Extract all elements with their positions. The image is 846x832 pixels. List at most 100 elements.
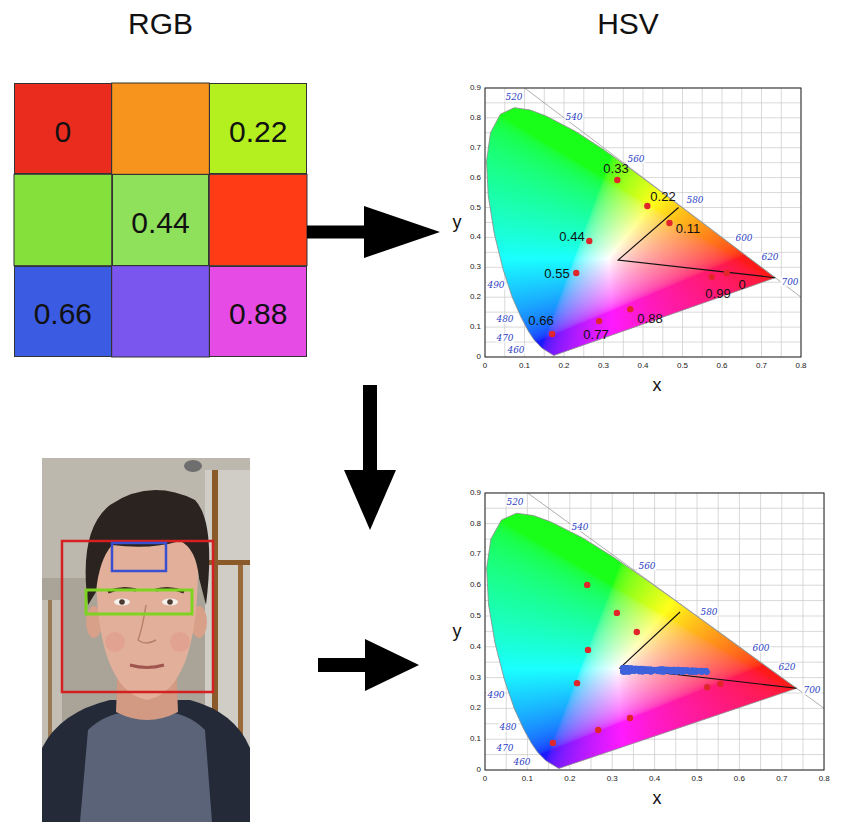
tick-label: 0: [483, 775, 487, 783]
block-arrow: [318, 385, 419, 691]
tick-label: 0.2: [470, 704, 481, 712]
hue-sample-dots: [709, 274, 715, 280]
forehead-box: [112, 543, 166, 571]
tick-label: 0: [477, 353, 481, 361]
cell-value: 0: [54, 108, 71, 150]
tick-label: 0.6: [734, 775, 745, 783]
skin-pixel-cloud: [624, 669, 629, 674]
face-photo: [86, 490, 210, 605]
chromaticity-chart: [485, 493, 824, 770]
hue-sample-dots: [724, 270, 730, 276]
arrow-shaft: [363, 385, 377, 471]
hue-sample-dots: [717, 681, 723, 687]
color-cell: [14, 174, 112, 265]
tick-label: 0: [483, 362, 487, 370]
wavelength-label: 540: [570, 523, 589, 532]
skin-pixel-cloud: [646, 668, 651, 673]
skin-pixel-cloud: [704, 669, 709, 674]
hue-value-label: 0.33: [603, 162, 628, 175]
axis-title: y: [453, 622, 462, 640]
spectral-locus: [487, 108, 776, 356]
tick-label: 0.6: [470, 174, 481, 182]
chromaticity-chart: [485, 493, 824, 770]
tick-label: 0.5: [677, 362, 688, 370]
color-cell: 0.44: [112, 174, 210, 265]
face-photo: [184, 460, 202, 472]
hue-sample-dots: [666, 220, 672, 226]
tick-label: 0.1: [470, 323, 481, 331]
tick-label: 0.7: [756, 362, 767, 370]
tick-label: 0.3: [470, 263, 481, 271]
panel-heading: HSV: [597, 0, 659, 42]
tick-label: 0.2: [470, 293, 481, 301]
wavelength-label: 460: [506, 346, 525, 355]
tick-label: 0.5: [470, 612, 481, 620]
tick-label: 0.6: [470, 581, 481, 589]
wavelength-label: 620: [777, 663, 796, 672]
tick-label: 0.3: [598, 362, 609, 370]
wavelength-label: 540: [564, 113, 583, 122]
hue-value-label: 0.66: [528, 314, 553, 327]
tick-label: 0.5: [691, 775, 702, 783]
wavelength-label: 600: [751, 644, 770, 653]
skin-pixel-cloud: [697, 668, 702, 673]
hue-value-label: 0.77: [583, 328, 608, 341]
tick-label: 0.6: [716, 362, 727, 370]
skin-pixel-cloud: [704, 669, 709, 674]
wavelength-label: 480: [498, 723, 517, 732]
tick-label: 0.8: [819, 775, 830, 783]
wavelength-label: 470: [495, 744, 514, 753]
tick-label: 0.9: [470, 489, 481, 497]
hue-sample-dots: [595, 727, 601, 733]
hue-sample-dots: [614, 177, 620, 183]
hue-sample-dots: [634, 629, 640, 635]
tick-label: 0.5: [470, 204, 481, 212]
skin-pixel-cloud: [640, 669, 645, 674]
hue-value-label: 0: [738, 278, 745, 291]
arrow-head: [344, 470, 396, 530]
chromaticity-chart: [485, 88, 801, 357]
tick-label: 0: [477, 766, 481, 774]
diagonal-line: [525, 88, 802, 297]
color-cell: [112, 266, 210, 357]
wavelength-label: 470: [495, 334, 514, 343]
wavelength-label: 560: [626, 155, 645, 164]
hue-sample-dots: [644, 203, 650, 209]
hue-value-label: 0.88: [637, 312, 662, 325]
tick-label: 0.4: [470, 643, 481, 651]
face-photo: [162, 599, 178, 606]
skin-pixel-cloud: [639, 668, 644, 673]
tick-label: 0.8: [470, 520, 481, 528]
arrow-head: [365, 639, 419, 691]
block-arrow: [307, 226, 400, 239]
face-photo: [119, 599, 125, 605]
hue-value-label: 0.22: [650, 190, 675, 203]
wavelength-label: 580: [685, 196, 704, 205]
wavelength-label: 700: [802, 686, 821, 695]
tick-label: 0.2: [564, 775, 575, 783]
hue-value-label: 0.11: [676, 222, 700, 235]
skin-pixel-cloud: [669, 668, 674, 673]
skin-pixel-cloud: [697, 669, 702, 674]
color-cell: 0.22: [209, 83, 307, 174]
cell-value: 0.88: [229, 290, 287, 332]
empty-color-cells: [14, 83, 307, 357]
hue-sample-dots: [550, 740, 556, 746]
face-photo: [170, 632, 190, 652]
tick-label: 0.4: [637, 362, 648, 370]
hue-sample-dots: [584, 582, 590, 588]
tick-label: 0.3: [607, 775, 618, 783]
skin-pixel-cloud: [689, 668, 694, 673]
skin-pixel-cloud: [688, 668, 693, 673]
hue-sample-dots: [586, 238, 592, 244]
hue-range-lines: [620, 612, 797, 688]
face-photo: [114, 599, 130, 606]
skin-pixel-cloud: [655, 669, 660, 674]
face-photo: [130, 665, 164, 668]
hue-sample-dots: [596, 318, 602, 324]
color-cell: [209, 174, 307, 265]
tick-label: 0.7: [776, 775, 787, 783]
tick-label: 0.9: [470, 84, 481, 92]
hue-sample-dots: [549, 331, 555, 337]
